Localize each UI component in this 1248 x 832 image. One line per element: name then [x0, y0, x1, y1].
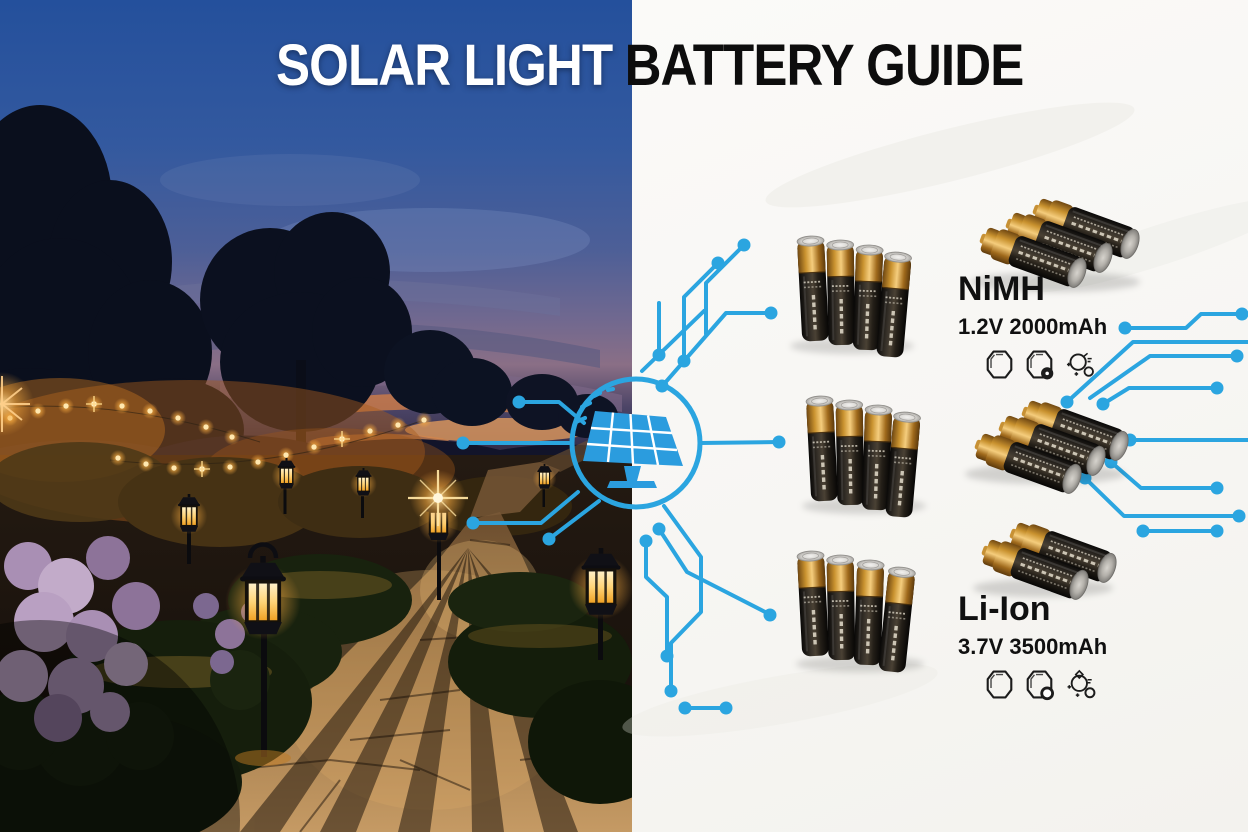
nimh-spec: 1.2V 2000mAh — [958, 313, 1108, 339]
bulb-flares — [86, 396, 350, 477]
hydrangea-flowers — [0, 536, 270, 786]
liion-spec-icons — [984, 668, 1107, 701]
left-edge-sun-flare — [0, 372, 34, 436]
liion-spec: 3.7V 3500mAh — [958, 633, 1108, 659]
liion-name: Li-Ion — [958, 590, 1051, 628]
liion-label-block: Li-Ion 3.7V 3500mAh — [958, 590, 1108, 701]
string-lights — [0, 395, 432, 478]
bright-lantern-flare — [408, 470, 468, 526]
title-part-light: SOLAR LIGHT — [276, 33, 613, 98]
molecule-icon — [1067, 669, 1096, 698]
title-part-dark: BATTERY GUIDE — [624, 33, 1025, 98]
octagon-ring-icon — [986, 670, 1013, 699]
nimh-name: NiMH — [958, 270, 1045, 308]
solar-lanterns — [169, 457, 632, 766]
octagon-ring-icon — [986, 350, 1013, 379]
octagon-ring-port-icon — [1026, 670, 1054, 700]
molecule-icon — [1066, 352, 1094, 377]
corner-vignette — [0, 620, 240, 832]
octagon-ring-port-icon — [1026, 350, 1054, 380]
nimh-label-block: NiMH 1.2V 2000mAh — [958, 270, 1108, 381]
garden-photo — [0, 0, 632, 832]
right-background — [632, 0, 1248, 832]
nimh-spec-icons — [984, 348, 1107, 381]
